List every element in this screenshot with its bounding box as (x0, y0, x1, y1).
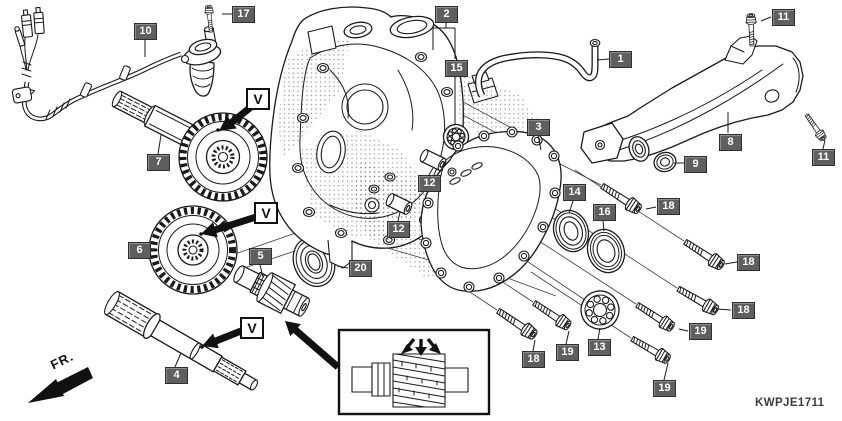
callout-5[interactable]: 5 (249, 248, 272, 265)
callout-19c[interactable]: 19 (653, 380, 676, 397)
bolt-18 (680, 235, 728, 273)
bearing-15 (442, 123, 470, 151)
bolt-11 (802, 111, 829, 143)
bracket-eyelet (628, 136, 650, 162)
bolt-19 (628, 332, 673, 367)
callout-4[interactable]: 4 (165, 367, 188, 384)
callout-9[interactable]: 9 (684, 156, 707, 173)
callout-11b[interactable]: 11 (812, 149, 835, 166)
callout-8[interactable]: 8 (719, 134, 742, 151)
bolt-18 (493, 304, 540, 343)
breather-tube (475, 39, 601, 98)
diagram-code: KWPJE1711 (755, 397, 825, 409)
callout-18d[interactable]: 18 (522, 351, 545, 368)
callout-18c[interactable]: 18 (732, 302, 755, 319)
view-label-v3: V (240, 317, 264, 339)
harness-clamp (79, 82, 93, 98)
bullet-connector (20, 9, 34, 38)
bolt-19 (633, 298, 678, 335)
callout-2[interactable]: 2 (435, 6, 458, 23)
dowel-pin (419, 149, 447, 171)
view-label-v1: V (246, 88, 270, 110)
bolt-19 (529, 296, 574, 333)
callout-18b[interactable]: 18 (737, 254, 760, 271)
callout-11[interactable]: 11 (772, 9, 795, 26)
sensor (180, 26, 222, 97)
gasket-slots (449, 162, 483, 185)
ball-bearing-13 (580, 290, 620, 330)
view-arrows (201, 104, 341, 370)
callout-3[interactable]: 3 (527, 119, 550, 136)
primary-gear (178, 112, 268, 202)
view-label-v2: V (254, 202, 278, 224)
plug-terminal (14, 26, 26, 47)
label-leader-lines (144, 13, 826, 381)
callout-10[interactable]: 10 (134, 23, 157, 40)
fr-arrow (28, 367, 93, 403)
wire-harness (11, 6, 182, 122)
callout-6[interactable]: 6 (128, 242, 151, 259)
callout-7[interactable]: 7 (147, 154, 170, 171)
callout-12b[interactable]: 12 (387, 221, 410, 238)
callout-14[interactable]: 14 (563, 184, 586, 201)
final-shaft (104, 291, 259, 391)
gear-shaft (111, 90, 268, 202)
harness-clamp (119, 65, 131, 81)
grommet (653, 151, 677, 173)
callout-17[interactable]: 17 (232, 6, 255, 23)
bearing-14 (552, 209, 590, 253)
bolt-18 (674, 282, 722, 318)
dowel-pin (385, 193, 413, 215)
callout-1[interactable]: 1 (609, 51, 632, 68)
callout-12[interactable]: 12 (418, 175, 441, 192)
harness-clamp (11, 86, 36, 104)
oil-seal-16 (586, 228, 626, 274)
callout-19[interactable]: 19 (689, 323, 712, 340)
callout-19b[interactable]: 19 (556, 344, 579, 361)
gasket-holes (420, 126, 561, 293)
callout-18[interactable]: 18 (657, 198, 680, 215)
callout-13[interactable]: 13 (588, 339, 611, 356)
callout-15[interactable]: 15 (445, 60, 468, 77)
gasket (420, 126, 562, 293)
driven-gear (148, 205, 238, 295)
inset-detail-box (337, 328, 491, 416)
callout-16[interactable]: 16 (593, 204, 616, 221)
idle-gear (233, 265, 310, 317)
bullet-connector (33, 6, 45, 35)
callout-20[interactable]: 20 (349, 260, 372, 277)
